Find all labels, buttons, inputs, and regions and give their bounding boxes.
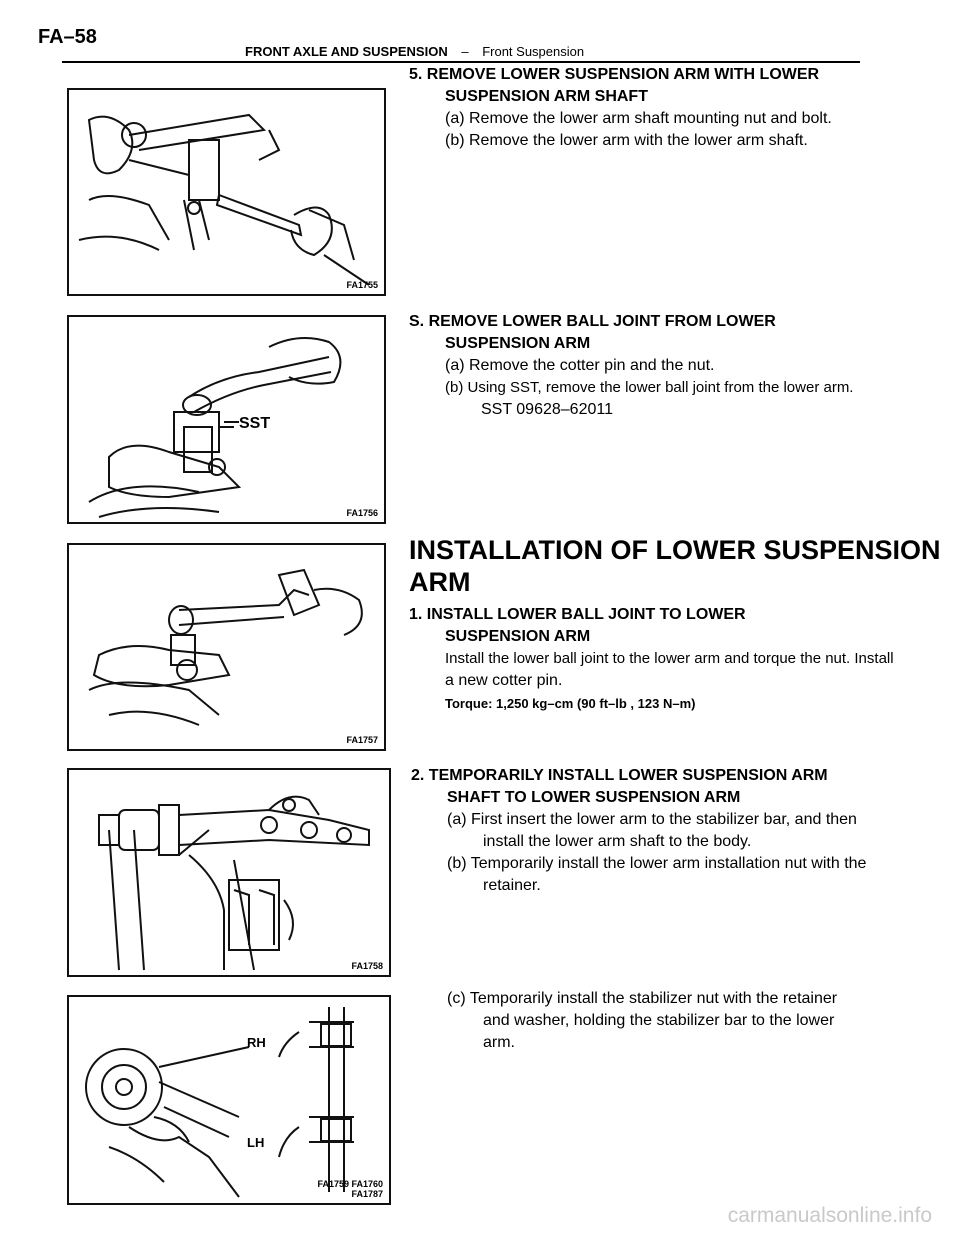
step-6-block: S. REMOVE LOWER BALL JOINT FROM LOWER SU… [409, 311, 949, 421]
install-step-1-body-2: a new cotter pin. [445, 672, 563, 689]
install-step-1-body-1: Install the lower ball joint to the lowe… [445, 650, 894, 667]
install-step-1: 1. INSTALL LOWER BALL JOINT TO LOWER SUS… [409, 604, 949, 692]
watermark: carmanualsonline.info [727, 1204, 932, 1227]
figure-remove-arm-shaft: FA1755 [67, 88, 386, 296]
figure-illustration-1 [78, 113, 370, 286]
figure-install-ball-joint: FA1757 [67, 543, 386, 751]
header-separator: – [461, 44, 469, 59]
sst-callout: SST [239, 415, 271, 432]
figure-illustration-3 [88, 568, 363, 726]
step-5-block: 5. REMOVE LOWER SUSPENSION ARM WITH LOWE… [409, 64, 949, 152]
step-6-b: (b) Using SST, remove the lower ball joi… [445, 379, 854, 396]
torque-spec: Torque: 1,250 kg–cm (90 ft–lb , 123 N–m) [445, 696, 696, 711]
install-step-2-a1: (a) First insert the lower arm to the st… [447, 811, 857, 828]
figure-illustration-2 [88, 337, 342, 518]
step-5-a: (a) Remove the lower arm shaft mounting … [445, 110, 832, 127]
figure-code-line-2: FA1787 [351, 1189, 383, 1199]
install-step-1-title-1: 1. INSTALL LOWER BALL JOINT TO LOWER [409, 606, 746, 623]
install-step-1-title-2: SUSPENSION ARM [445, 628, 591, 645]
rh-label: RH [247, 1035, 266, 1050]
figure-code: FA1757 [346, 735, 378, 745]
install-step-2-c2: and washer, holding the stabilizer bar t… [483, 1012, 835, 1029]
install-step-2-b2: retainer. [483, 877, 541, 894]
install-step-2-title-1: 2. TEMPORARILY INSTALL LOWER SUSPENSION … [411, 767, 828, 784]
step-6-title-2: SUSPENSION ARM [445, 335, 591, 352]
install-step-2-block: 2. TEMPORARILY INSTALL LOWER SUSPENSION … [411, 765, 941, 897]
install-step-2-title-2: SHAFT TO LOWER SUSPENSION ARM [447, 789, 741, 806]
page-number: FA–58 [38, 26, 97, 48]
installation-heading-1: INSTALLATION OF LOWER SUSPENSION [409, 535, 941, 565]
figure-code: FA1759 FA1760 FA1787 [317, 1179, 383, 1199]
install-step-2-c3: arm. [483, 1034, 515, 1051]
install-step-2c-block: (c) Temporarily install the stabilizer n… [447, 988, 927, 1054]
figure-code: FA1755 [346, 280, 378, 290]
step-6-title-1: S. REMOVE LOWER BALL JOINT FROM LOWER [409, 313, 776, 330]
figure-stabilizer-nut: RH LH FA1759 FA1760 FA1787 [67, 995, 391, 1205]
header-rule [62, 61, 860, 63]
install-step-2-a2: install the lower arm shaft to the body. [483, 833, 752, 850]
figure-install-arm-shaft: FA1758 [67, 768, 391, 977]
figure-remove-ball-joint: SST FA1756 [67, 315, 386, 524]
installation-heading-2: ARM [409, 567, 471, 597]
figure-code-line-1: FA1759 FA1760 [317, 1179, 383, 1189]
lh-label: LH [247, 1135, 265, 1150]
running-header: FRONT AXLE AND SUSPENSION – Front Suspen… [245, 44, 584, 59]
figure-illustration-5 [85, 1007, 354, 1198]
install-step-2-b1: (b) Temporarily install the lower arm in… [447, 855, 867, 872]
figure-code: FA1756 [346, 508, 378, 518]
step-6-a: (a) Remove the cotter pin and the nut. [445, 357, 715, 374]
figure-illustration-4 [98, 795, 370, 971]
step-5-b: (b) Remove the lower arm with the lower … [445, 132, 808, 149]
step-5-title-2: SUSPENSION ARM SHAFT [445, 88, 648, 105]
installation-block: INSTALLATION OF LOWER SUSPENSION ARM 1. … [409, 534, 949, 711]
subsection-title: Front Suspension [482, 44, 585, 59]
figure-code: FA1758 [351, 961, 383, 971]
section-title: FRONT AXLE AND SUSPENSION [245, 44, 448, 59]
step-5-title-1: 5. REMOVE LOWER SUSPENSION ARM WITH LOWE… [409, 66, 820, 83]
step-6-sst: SST 09628–62011 [481, 401, 613, 418]
install-step-2-c1: (c) Temporarily install the stabilizer n… [447, 990, 838, 1007]
